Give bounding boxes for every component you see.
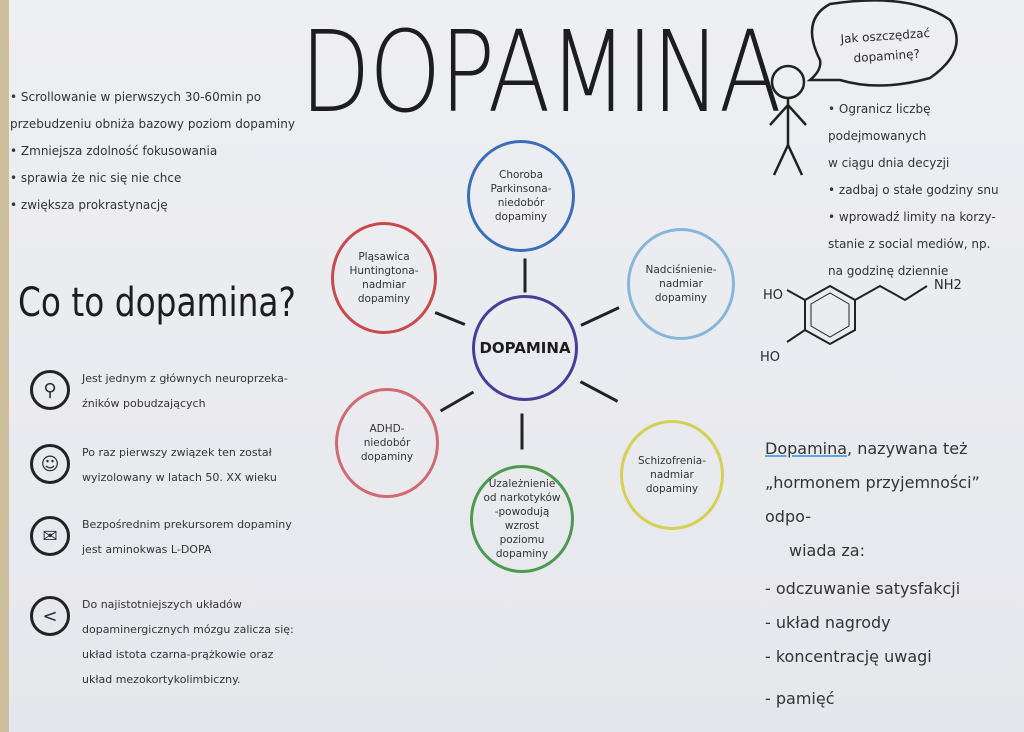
node-hypertension: Nadciśnienie- nadmiar dopaminy — [627, 228, 735, 340]
top-left-bullets: Scrollowanie w pierwszych 30-60min po pr… — [10, 84, 295, 219]
ho-label-2: HO — [760, 350, 781, 365]
bullet-3: sprawia że nic się nie chce — [10, 165, 295, 192]
connector-line — [523, 258, 527, 293]
question-heading: Co to dopamina? — [18, 280, 296, 326]
stick-figure-with-bubble — [769, 0, 958, 176]
ho-label-1: HO — [763, 288, 784, 303]
idea-chat-icon: ✉ — [30, 516, 70, 556]
people-icon: ☺ — [30, 444, 70, 484]
bullet-1-cont: przebudzeniu obniża bazowy poziom dopami… — [10, 117, 295, 131]
node-huntington: Pląsawica Huntingtona- nadmiar dopaminy — [331, 222, 437, 334]
node-adhd: ADHD- niedobór dopaminy — [335, 388, 439, 498]
poster-title: DOPAMINA — [300, 8, 782, 138]
connector-line — [520, 413, 524, 450]
dopamine-description: Dopamina, nazywana też „hormonem przyjem… — [765, 439, 980, 708]
mindmap-center: DOPAMINA — [472, 295, 578, 401]
highlight-word: Dopamina — [765, 439, 848, 458]
fact-1: ⚲ Jest jednym z głównych neuroprzeka-źni… — [30, 366, 352, 416]
node-parkinson: Choroba Parkinsona- niedobór dopaminy — [467, 140, 575, 252]
bullet-4: zwiększa prokrastynację — [10, 192, 295, 219]
magnifier-icon: ⚲ — [30, 370, 70, 410]
speech-bubble-text: Jak oszczędzać dopaminę? — [840, 25, 931, 66]
tips-list: Ogranicz liczbę podejmowanych w ciągu dn… — [828, 96, 1024, 285]
bullet-2: Zmniejsza zdolność fokusowania — [10, 138, 295, 165]
share-icon: < — [30, 596, 70, 636]
body-icon — [769, 98, 807, 176]
paper-edge — [0, 0, 9, 732]
nh2-label: NH2 — [934, 278, 962, 293]
speech-bubble-icon — [806, 0, 958, 87]
bullet-1: Scrollowanie w pierwszych 30-60min po — [10, 84, 295, 111]
node-schizophrenia: Schizofrenia- nadmiar dopaminy — [620, 420, 724, 530]
dopamine-structure — [786, 284, 928, 346]
head-icon — [770, 64, 806, 100]
node-addiction: Uzależnienie od narkotyków -powodują wzr… — [470, 465, 574, 573]
